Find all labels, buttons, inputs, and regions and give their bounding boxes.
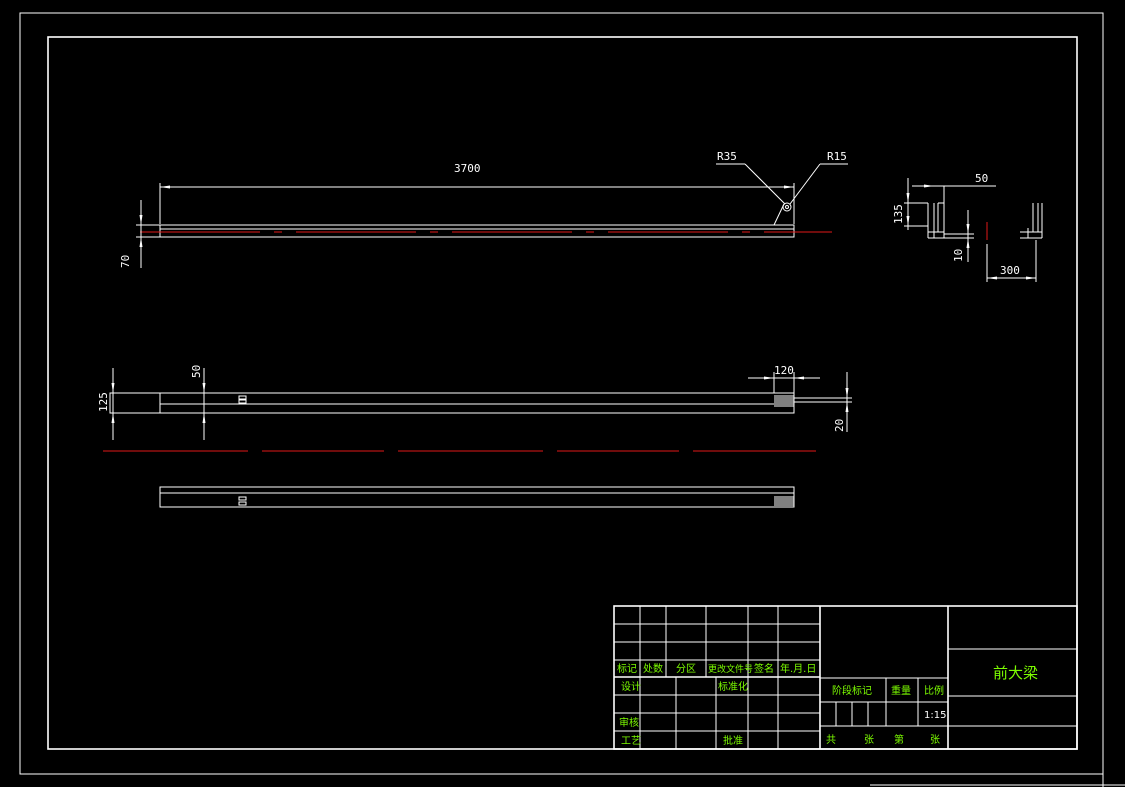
- tb-sheets-unit: 张: [864, 734, 874, 746]
- tb-stage-label: 阶段标记: [832, 684, 872, 697]
- tb-approve: 批准: [723, 734, 743, 747]
- dim-50-side: 50: [975, 172, 988, 185]
- tb-scale-value: 1:15: [924, 710, 946, 721]
- tb-header-count: 处数: [643, 662, 663, 675]
- tb-process: 工艺: [621, 735, 641, 747]
- bottom-view: [159, 486, 795, 508]
- side-view: 50 135 10 300: [892, 172, 1043, 282]
- dim-300: 300: [1000, 264, 1020, 277]
- dim-50: 50: [190, 365, 203, 378]
- tb-header-mark: 标记: [617, 663, 637, 675]
- front-view: 3700 R35 R15 70: [119, 150, 848, 268]
- dim-3700: 3700: [454, 162, 481, 175]
- tb-header-change-doc: 更改文件号: [708, 663, 753, 675]
- dim-r35: R35: [717, 150, 737, 163]
- tb-review: 审核: [619, 716, 639, 729]
- tb-header-sign: 签名: [754, 662, 774, 675]
- drawing-title: 前大梁: [993, 664, 1038, 682]
- title-block: 标记 处数 分区 更改文件号 签名 年.月.日 设计 标准化 审核 工艺 批准 …: [613, 605, 1078, 750]
- inner-frame: [47, 36, 1078, 750]
- tb-design: 设计: [621, 680, 641, 693]
- dim-10: 10: [952, 249, 965, 262]
- tb-header-zone: 分区: [676, 663, 696, 675]
- tb-header-date: 年.月.日: [780, 662, 816, 675]
- outer-frame: [19, 12, 1104, 775]
- dim-125: 125: [97, 392, 110, 412]
- dim-120: 120: [774, 364, 794, 377]
- dim-r15: R15: [827, 150, 847, 163]
- dim-135: 135: [892, 204, 905, 224]
- dim-70: 70: [119, 255, 132, 268]
- tb-scale-label: 比例: [924, 684, 944, 697]
- top-view: 125 50 120 20: [97, 364, 852, 440]
- tb-weight-label: 重量: [891, 684, 911, 697]
- tb-standardization: 标准化: [718, 680, 748, 693]
- tb-sheet-unit2: 张: [930, 734, 940, 746]
- tb-sheets-total: 共: [826, 734, 836, 746]
- tb-sheet-number: 第: [894, 733, 904, 746]
- dim-20: 20: [833, 419, 846, 432]
